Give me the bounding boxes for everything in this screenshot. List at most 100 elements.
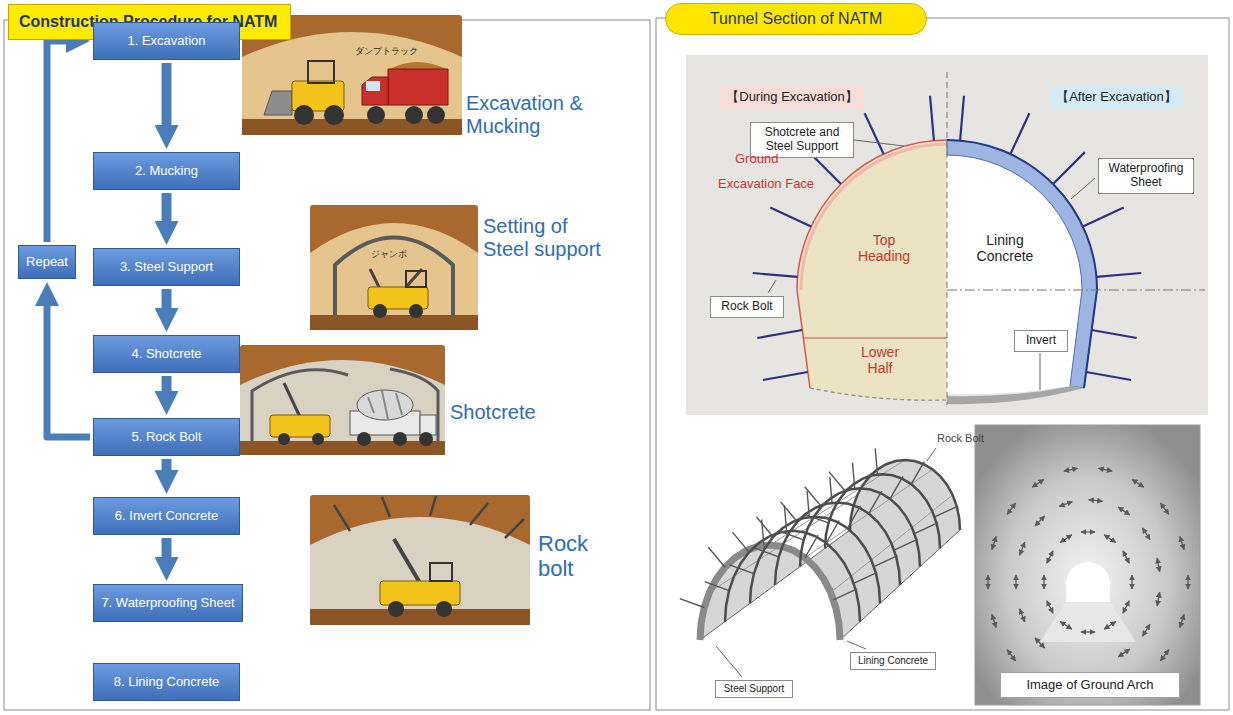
machine-name: ジャンボ	[368, 248, 410, 260]
loop-box: Repeat	[18, 245, 76, 279]
rock-bolt-line	[829, 472, 846, 492]
process-box: 1. Excavation	[93, 22, 240, 60]
picture-shape	[370, 269, 380, 289]
picture-shape	[373, 304, 387, 318]
region-label: Lower Half	[852, 344, 908, 376]
rock-bolt-line	[865, 113, 884, 154]
steel-support-scene	[310, 205, 478, 330]
picture-shape	[947, 155, 1082, 394]
stress-arrow	[1142, 528, 1150, 540]
picture-shape	[801, 144, 947, 290]
panel-frame	[656, 18, 1229, 710]
rock-bolt-line	[874, 556, 898, 567]
rock-bolt-line	[680, 599, 704, 608]
region-label: Top Heading	[848, 232, 920, 264]
flow-arrow	[162, 459, 172, 470]
picture-shape	[357, 432, 371, 446]
picture-shape	[797, 140, 947, 388]
stress-arrow	[1142, 624, 1150, 636]
stress-arrow	[1020, 609, 1025, 622]
scene-caption: Shotcrete	[447, 400, 539, 425]
picture-shape	[388, 601, 404, 617]
process-box: 8. Lining Concrete	[93, 663, 240, 701]
scene-caption: Excavation & Mucking	[466, 92, 606, 138]
stress-arrow	[1157, 592, 1160, 606]
picture-shape	[427, 106, 445, 124]
stress-arrow	[1047, 551, 1053, 563]
callout-box: Invert	[1014, 330, 1068, 352]
picture-shape	[797, 140, 947, 400]
picture-shape	[1040, 353, 1041, 390]
section-tab: Tunnel Section of NATM	[665, 3, 927, 35]
rock-bolt-line	[1053, 152, 1085, 184]
picture-shape	[1066, 562, 1110, 602]
stress-arrow	[1160, 650, 1168, 661]
stress-arrow	[987, 575, 988, 589]
stress-arrow	[1035, 638, 1045, 648]
picture-shape	[240, 345, 445, 455]
stress-arrow	[1060, 621, 1072, 629]
node-text: Steel Support	[724, 683, 785, 695]
stress-arrow	[1131, 575, 1132, 589]
picture-shape	[406, 271, 426, 287]
stress-arrow	[1123, 601, 1129, 613]
picture-shape	[419, 432, 433, 446]
picture-shape	[436, 601, 452, 617]
rock-bolt-line	[805, 487, 822, 507]
picture-shape	[242, 119, 462, 135]
picture-shape	[686, 55, 1208, 415]
picture-shape	[394, 539, 420, 583]
picture-shape	[310, 205, 478, 330]
part-label: Rock Bolt	[937, 432, 984, 445]
rock-bolt-line	[960, 96, 964, 141]
picture-shape	[810, 388, 947, 400]
rock-bolt-line	[911, 462, 924, 485]
stress-arrow	[1020, 542, 1025, 555]
picture-shape	[947, 140, 1097, 388]
picture-shape	[366, 81, 380, 91]
picture-shape	[430, 563, 452, 581]
phase-label: 【During Excavation】	[720, 86, 864, 109]
steel-rib	[775, 503, 900, 586]
steel-rib	[825, 474, 940, 548]
picture-shape	[270, 415, 330, 437]
picture-shape	[388, 69, 448, 105]
rock-bolt-line	[914, 523, 938, 534]
rock-bolt-line	[869, 491, 882, 514]
node-text: 4. Shotcrete	[131, 347, 201, 362]
flow-arrow	[47, 41, 66, 242]
node-text: Shotcrete and Steel Support	[756, 126, 848, 154]
picture-shape	[284, 383, 300, 417]
rock-bolt-line	[708, 547, 725, 567]
scene-caption: Setting of Steel support	[480, 214, 611, 262]
rock-bolt-line	[848, 506, 861, 529]
picture-shape	[380, 581, 460, 605]
rock-bolt-line	[1083, 208, 1124, 227]
stress-arrow	[1081, 531, 1095, 532]
rock-bolt-line	[1096, 273, 1141, 277]
steel-rib	[800, 488, 920, 566]
steel-rib	[850, 460, 960, 530]
flow-arrow	[162, 538, 172, 557]
stress-arrow	[1180, 614, 1184, 627]
stress-arrow	[1015, 575, 1016, 589]
stress-arrow	[1118, 507, 1130, 515]
rock-bolt-line	[830, 477, 832, 503]
stress-arrow	[1064, 468, 1078, 471]
leader-line	[847, 641, 866, 649]
stress-arrow	[992, 614, 996, 627]
tunnel-shell	[700, 460, 960, 640]
rock-bolt-line	[781, 502, 798, 522]
part-label: Lining Concrete	[963, 232, 1047, 264]
region-label: Ground	[735, 152, 778, 167]
picture-shape	[312, 433, 324, 445]
stress-arrow	[1187, 575, 1188, 589]
leader-line	[927, 448, 936, 461]
picture-shape	[240, 441, 445, 455]
shotcrete-scene	[240, 345, 445, 455]
picture-shape	[393, 432, 407, 446]
process-box: 5. Rock Bolt	[93, 418, 240, 456]
picture-shape	[310, 609, 530, 625]
picture-shape	[310, 495, 530, 625]
steel-rib	[700, 545, 840, 640]
